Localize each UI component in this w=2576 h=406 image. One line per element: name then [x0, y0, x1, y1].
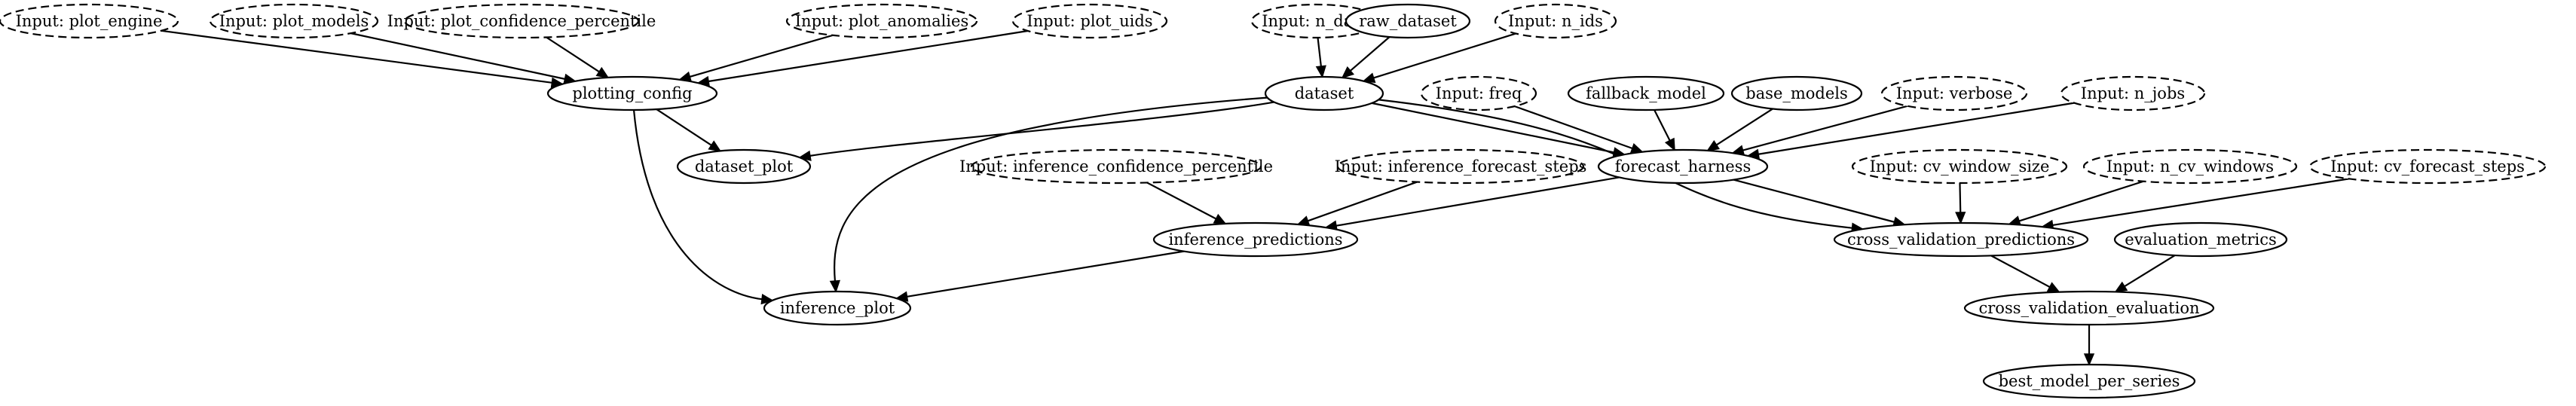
edge-plot_confidence_percentile-to-plotting_config — [546, 36, 610, 78]
edge-dataset-to-dataset_plot — [798, 101, 1274, 161]
node-label: cross_validation_predictions — [1847, 230, 2075, 249]
input-node-verbose[interactable]: Input: verbose — [1880, 75, 2028, 111]
edge-n_cv_windows-to-cross_validation_predictions — [2007, 180, 2144, 226]
edge-cross_validation_evaluation-to-best_model_per_series — [2083, 325, 2095, 366]
edge-raw_dataset-to-dataset — [1341, 36, 1390, 79]
edge-evaluation_metrics-to-cross_validation_evaluation — [2114, 255, 2176, 293]
edge-plotting_config-to-inference_plot — [632, 109, 774, 305]
edge-inference_confidence_percentile-to-inference_predictions — [1146, 182, 1227, 224]
input-node-n_ids[interactable]: Input: n_ids — [1494, 3, 1617, 39]
function-node-plotting_config[interactable]: plotting_config — [546, 75, 718, 111]
input-node-n_cv_windows[interactable]: Input: n_cv_windows — [2082, 148, 2298, 185]
input-node-plot_confidence_percentile[interactable]: Input: plot_confidence_percentile — [387, 3, 656, 39]
node-label: inference_predictions — [1168, 230, 1342, 249]
node-label: forecast_harness — [1615, 157, 1751, 176]
edge-n_days-to-dataset — [1315, 37, 1326, 78]
node-label: cross_validation_evaluation — [1979, 299, 2200, 317]
function-node-inference_predictions[interactable]: inference_predictions — [1152, 221, 1359, 258]
arrowhead — [708, 140, 722, 152]
edge-inference_forecast_steps-to-inference_predictions — [1296, 181, 1418, 226]
arrowhead — [1955, 212, 1966, 224]
node-label: plotting_config — [572, 84, 692, 102]
node-label: Input: plot_uids — [1026, 12, 1152, 30]
arrowhead — [760, 294, 774, 305]
arrowhead — [1362, 72, 1376, 84]
input-node-n_jobs[interactable]: Input: n_jobs — [2060, 75, 2206, 111]
function-node-base_models[interactable]: base_models — [1730, 75, 1863, 111]
arrowhead — [1341, 66, 1355, 79]
edge-forecast_harness-to-cross_validation_predictions — [1733, 179, 1906, 227]
edge-n_ids-to-dataset — [1362, 32, 1516, 84]
input-node-plot_anomalies[interactable]: Input: plot_anomalies — [785, 3, 978, 39]
edge-forecast_harness-to-inference_predictions — [1324, 176, 1620, 231]
node-label: Input: n_ids — [1508, 12, 1603, 30]
function-node-raw_dataset[interactable]: raw_dataset — [1345, 3, 1471, 39]
edge-plot_models-to-plotting_config — [350, 32, 577, 84]
input-node-inference_confidence_percentile[interactable]: Input: inference_confidence_percentile — [959, 148, 1273, 185]
function-node-dataset[interactable]: dataset — [1264, 75, 1384, 111]
node-label: Input: verbose — [1896, 84, 2013, 102]
node-label: Input: inference_forecast_steps — [1335, 157, 1587, 176]
edge-plot_uids-to-plotting_config — [696, 29, 1028, 87]
arrowhead — [2083, 353, 2095, 366]
node-label: best_model_per_series — [1999, 372, 2180, 390]
node-label: evaluation_metrics — [2125, 230, 2276, 249]
arrowhead — [595, 66, 610, 78]
edge-dataset-to-inference_plot — [829, 96, 1268, 293]
input-node-plot_engine[interactable]: Input: plot_engine — [0, 3, 179, 39]
function-node-fallback_model[interactable]: fallback_model — [1567, 75, 1725, 111]
arrowhead — [1664, 137, 1675, 151]
edge-verbose-to-forecast_harness — [1731, 105, 1908, 156]
edge-fallback_model-to-forecast_harness — [1654, 109, 1675, 151]
arrowhead — [2046, 282, 2060, 293]
arrowhead — [1315, 65, 1326, 78]
edge-n_jobs-to-forecast_harness — [1746, 102, 2075, 160]
function-node-evaluation_metrics[interactable]: evaluation_metrics — [2113, 221, 2288, 258]
edge-base_models-to-forecast_harness — [1706, 108, 1773, 151]
node-label: Input: plot_confidence_percentile — [387, 12, 656, 30]
edge-inference_predictions-to-inference_plot — [895, 250, 1185, 302]
function-node-forecast_harness[interactable]: forecast_harness — [1597, 148, 1769, 185]
arrowhead — [2114, 281, 2128, 293]
edge-plotting_config-to-dataset_plot — [656, 108, 722, 152]
edge-cv_window_size-to-cross_validation_predictions — [1955, 182, 1966, 224]
arrowhead — [1706, 139, 1721, 151]
function-node-cross_validation_evaluation[interactable]: cross_validation_evaluation — [1963, 290, 2215, 326]
node-label: Input: inference_confidence_percentile — [959, 157, 1273, 176]
node-label: raw_dataset — [1359, 12, 1457, 30]
input-node-inference_forecast_steps[interactable]: Input: inference_forecast_steps — [1335, 148, 1587, 185]
function-node-dataset_plot[interactable]: dataset_plot — [676, 148, 812, 185]
edge-dataset-to-forecast_harness — [1372, 102, 1626, 158]
node-label: fallback_model — [1586, 84, 1706, 102]
edge-cv_forecast_steps-to-cross_validation_predictions — [2040, 178, 2349, 230]
edge-freq-to-forecast_harness — [1514, 105, 1644, 154]
node-label: Input: cv_forecast_steps — [2330, 157, 2525, 176]
function-node-cross_validation_predictions[interactable]: cross_validation_predictions — [1833, 221, 2089, 258]
input-node-plot_models[interactable]: Input: plot_models — [209, 3, 379, 39]
edge-cross_validation_predictions-to-cross_validation_evaluation — [1990, 255, 2060, 293]
node-label: Input: n_cv_windows — [2106, 157, 2274, 176]
node-label: Input: n_jobs — [2081, 84, 2185, 102]
node-label: Input: plot_models — [219, 12, 369, 30]
node-label: Input: plot_engine — [16, 12, 163, 30]
function-node-inference_plot[interactable]: inference_plot — [763, 290, 912, 326]
node-label: Input: cv_window_size — [1870, 157, 2050, 176]
arrowhead — [1213, 213, 1227, 224]
node-label: dataset_plot — [695, 157, 794, 176]
edge-plot_engine-to-plotting_config — [161, 29, 564, 88]
input-node-cv_forecast_steps[interactable]: Input: cv_forecast_steps — [2308, 148, 2547, 185]
node-label: Input: freq — [1436, 84, 1522, 102]
input-node-cv_window_size[interactable]: Input: cv_window_size — [1851, 148, 2068, 185]
arrowhead — [829, 279, 840, 293]
node-label: base_models — [1745, 84, 1848, 102]
node-label: Input: plot_anomalies — [795, 12, 968, 30]
function-node-best_model_per_series[interactable]: best_model_per_series — [1982, 363, 2196, 399]
input-node-freq[interactable]: Input: freq — [1420, 75, 1537, 111]
input-node-plot_uids[interactable]: Input: plot_uids — [1011, 3, 1168, 39]
node-label: dataset — [1295, 84, 1354, 102]
node-label: inference_plot — [780, 299, 895, 317]
